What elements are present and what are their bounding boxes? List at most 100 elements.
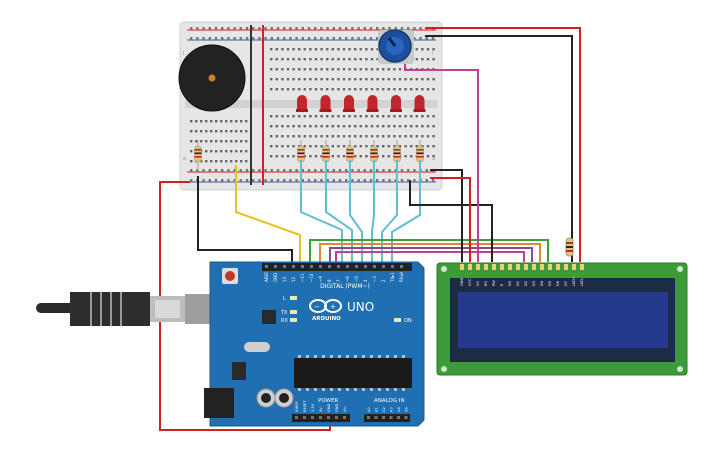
- breadboard-hole: [376, 135, 379, 138]
- lcd-pin[interactable]: [476, 264, 480, 270]
- breadboard-hole: [275, 48, 278, 51]
- breadboard-hole: [404, 145, 407, 148]
- breadboard-hole: [281, 115, 284, 118]
- breadboard-hole: [354, 115, 357, 118]
- header-pin-label: 2: [381, 279, 386, 282]
- lcd-pin[interactable]: [508, 264, 512, 270]
- breadboard-hole: [240, 140, 243, 143]
- wire-black-backlight: [425, 35, 573, 262]
- lcd-pin[interactable]: [484, 264, 488, 270]
- led: [390, 95, 402, 112]
- analog-pin[interactable]: [404, 416, 408, 419]
- lcd-pin[interactable]: [500, 264, 504, 270]
- breadboard-hole: [326, 78, 329, 81]
- breadboard-hole: [286, 145, 290, 148]
- power-pin[interactable]: [311, 416, 314, 419]
- power-pin-label: IOREF: [295, 401, 299, 412]
- header-pin[interactable]: [274, 265, 277, 268]
- breadboard-row-letters: j a j a: [182, 50, 435, 162]
- breadboard-hole: [309, 78, 312, 81]
- lcd-pin[interactable]: [524, 264, 528, 270]
- row-letter: a: [183, 156, 186, 162]
- breadboard-hole: [270, 68, 273, 71]
- lcd-pin[interactable]: [492, 264, 496, 270]
- analog-pin[interactable]: [374, 416, 378, 419]
- analog-pin[interactable]: [397, 416, 400, 419]
- analog-pin[interactable]: [389, 416, 393, 419]
- breadboard-hole: [314, 135, 318, 138]
- header-pin[interactable]: [292, 265, 295, 268]
- breadboard-hole: [365, 58, 368, 61]
- breadboard-hole: [314, 68, 318, 71]
- header-pin[interactable]: [364, 265, 367, 268]
- header-pin[interactable]: [328, 265, 331, 268]
- lcd-pin[interactable]: [556, 264, 560, 270]
- breadboard-hole: [387, 135, 390, 138]
- chip-pin: [306, 355, 309, 358]
- breadboard-hole: [303, 68, 306, 71]
- chip-pin: [330, 355, 333, 358]
- power-pin[interactable]: [335, 416, 338, 419]
- header-pin[interactable]: [382, 265, 385, 268]
- breadboard-hole: [370, 58, 374, 61]
- lcd-pin[interactable]: [460, 264, 464, 270]
- breadboard-hole: [220, 150, 223, 153]
- breadboard-hole: [337, 125, 340, 128]
- header-pin[interactable]: [265, 265, 268, 268]
- breadboard-hole: [410, 145, 413, 148]
- breadboard-hole: [387, 145, 390, 148]
- breadboard-hole: [337, 155, 340, 158]
- rail-hole: [326, 27, 329, 30]
- header-pin[interactable]: [391, 265, 394, 268]
- breadboard-hole: [365, 145, 368, 148]
- breadboard-hole: [370, 88, 374, 91]
- lcd-pin[interactable]: [516, 264, 520, 270]
- power-pin[interactable]: [303, 416, 306, 419]
- rail-hole: [394, 27, 397, 30]
- header-pin[interactable]: [355, 265, 358, 268]
- wire-yellow-buzzer: [235, 165, 301, 262]
- breadboard-hole: [309, 115, 312, 118]
- rail-hole: [338, 37, 342, 40]
- chip-pin: [362, 388, 365, 391]
- breadboard-hole: [235, 140, 238, 143]
- rail-hole: [376, 27, 379, 30]
- lcd-pin[interactable]: [580, 264, 584, 270]
- breadboard-hole: [286, 58, 290, 61]
- breadboard-hole: [382, 88, 385, 91]
- header-pin[interactable]: [319, 265, 322, 268]
- breadboard-hole: [200, 120, 203, 123]
- power-pin[interactable]: [343, 416, 346, 419]
- header-pin[interactable]: [283, 265, 286, 268]
- rail-hole: [425, 179, 428, 182]
- header-pin[interactable]: [301, 265, 304, 268]
- lcd-pin[interactable]: [548, 264, 552, 270]
- rail-hole: [388, 27, 391, 30]
- breadboard-hole: [342, 125, 346, 128]
- wire-magenta-lcd: [335, 251, 525, 262]
- rail-hole: [283, 169, 286, 172]
- analog-pin[interactable]: [367, 416, 370, 419]
- header-pin[interactable]: [400, 265, 403, 268]
- chip-pin: [298, 355, 301, 358]
- wire-green-lcd: [309, 239, 549, 262]
- analog-pin-label: A4: [397, 407, 401, 412]
- led-rx-label: RX: [281, 318, 288, 324]
- header-pin[interactable]: [337, 265, 340, 268]
- lcd-pin[interactable]: [468, 264, 472, 270]
- breadboard-hole: [365, 155, 368, 158]
- header-pin[interactable]: [373, 265, 376, 268]
- lcd-pin[interactable]: [540, 264, 544, 270]
- power-pin[interactable]: [295, 416, 298, 419]
- lcd-pin[interactable]: [532, 264, 536, 270]
- header-pin[interactable]: [346, 265, 349, 268]
- breadboard-hole: [286, 155, 290, 158]
- header-pin[interactable]: [310, 265, 313, 268]
- analog-pin[interactable]: [382, 416, 385, 419]
- lcd-pin[interactable]: [564, 264, 568, 270]
- power-pin[interactable]: [319, 416, 322, 419]
- lcd-pin[interactable]: [572, 264, 576, 270]
- breadboard-hole: [370, 68, 374, 71]
- chip-pin: [338, 355, 341, 358]
- power-pin[interactable]: [327, 416, 330, 419]
